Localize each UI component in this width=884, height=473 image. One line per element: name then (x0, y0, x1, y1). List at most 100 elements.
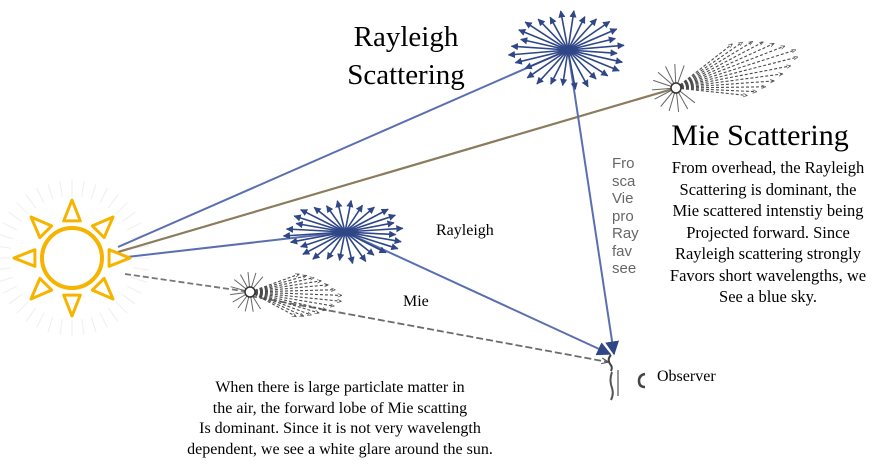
scatter-arrow (567, 16, 586, 51)
scatter-arrow (293, 214, 346, 233)
scatter-arrow (567, 28, 618, 51)
scatter-arrow (520, 37, 569, 51)
glare-ray (107, 307, 119, 322)
mie-lobe-arrow (675, 74, 783, 89)
sun-glow-rays (0, 180, 150, 336)
glare-line: Is dominant. Since it is not very wavele… (199, 420, 481, 437)
mie-lobe-arrow (249, 274, 299, 293)
scatter-arrow (567, 36, 616, 51)
scatter-arrow (313, 206, 346, 233)
rayleigh-scattering-title: Rayleigh Scattering (336, 18, 476, 94)
ray-sun-to-near-mie (124, 273, 251, 293)
glare-explanation: When there is large particlate matter in… (150, 378, 530, 460)
scatter-arrow (300, 208, 346, 233)
mie-lobe-arrow (249, 291, 296, 317)
ray-sun-to-overhead-mie (117, 86, 677, 254)
scatter-arrow (536, 49, 569, 85)
scatter-arrow (514, 49, 569, 65)
mie-lobe-arrow (249, 291, 311, 315)
glare-ray (36, 312, 45, 328)
glare-ray (107, 194, 119, 209)
glare-ray (47, 316, 54, 333)
explanation-line: From overhead, the Rayleigh (671, 158, 865, 177)
explanation-line: Projected forward. Since (686, 222, 850, 242)
mie-lobe-arrow (249, 291, 341, 301)
rayleigh-title-line: Rayleigh (353, 21, 459, 53)
scatter-arrow (302, 231, 346, 256)
scatter-arrow (344, 199, 354, 233)
explanation-line: Mie scattered intenstiy being (672, 201, 864, 220)
glare-ray (59, 180, 63, 197)
scatter-arrow (526, 49, 569, 79)
glare-ray (2, 222, 18, 231)
glare-ray (59, 319, 63, 336)
scatter-arrow (567, 49, 578, 91)
glare-ray (99, 312, 108, 328)
sun-ray (12, 248, 37, 268)
overlapped-text-fragments: Fro sca Vie pro Ray fav see (612, 155, 639, 278)
mie-lobe-arrow (675, 81, 774, 89)
mie-lobe-arrow (675, 42, 742, 89)
glare-ray (0, 267, 11, 270)
scatter-arrow (344, 231, 355, 265)
scatter-arrow (344, 231, 367, 262)
glare-ray (81, 180, 85, 197)
scatter-arrow (537, 18, 569, 51)
sun-ray (107, 248, 132, 268)
glare-ray (2, 285, 18, 294)
glare-ray (121, 211, 136, 223)
explanation-line: See a blue sky. (719, 287, 817, 306)
scatter-particle (342, 229, 348, 235)
rayleigh-scatter-icon-near (282, 199, 404, 265)
scatter-arrow (335, 200, 346, 233)
scatter-arrow (549, 16, 569, 51)
light-rays (117, 49, 677, 362)
fragment-line: fav (612, 242, 633, 260)
scatter-arrow (567, 49, 618, 57)
mie-lobe-arrow (675, 87, 747, 96)
glare-ray (25, 194, 37, 209)
sun-ray (29, 215, 54, 240)
mie-lobe-arrow (675, 46, 785, 89)
mie-lobe-arrow (249, 291, 319, 313)
glare-ray (99, 188, 108, 204)
fragment-line: Fro (612, 155, 635, 172)
scatter-arrow (550, 49, 569, 85)
scatter-arrow (312, 231, 346, 260)
scatter-arrow (325, 205, 346, 233)
mie-lobe-arrow (249, 276, 307, 293)
mie-lobe-arrow (249, 281, 321, 293)
scatter-arrow (300, 231, 346, 249)
ray-near-rayleigh-to-observer (344, 231, 612, 356)
scatter-arrow (344, 231, 387, 254)
mie-lobe-arrow (675, 66, 790, 89)
glare-ray (0, 234, 14, 240)
scatter-arrow (567, 49, 609, 77)
ray-near-mie-to-observer (249, 295, 608, 362)
explanation-line: Scattering is dominant, the (679, 179, 857, 199)
scatter-arrow (558, 10, 569, 51)
fragment-line: Vie (612, 190, 634, 207)
glare-ray (8, 211, 23, 223)
scatter-arrow (567, 49, 624, 65)
mie-lobe-arrow (675, 87, 756, 92)
scatter-arrow (344, 213, 396, 233)
scatter-arrow (524, 21, 569, 51)
mie-scatter-icon-near (230, 272, 341, 316)
mie-lobe-arrow (249, 285, 328, 293)
mie-lobe-arrow (675, 42, 763, 89)
mie-scatter-icon-overhead (652, 42, 798, 112)
overhead-explanation: From overhead, the Rayleigh Scattering i… (650, 157, 884, 308)
glare-line: the air, the forward lobe of Mie scattin… (212, 399, 468, 417)
glare-ray (121, 293, 136, 305)
scatter-arrow (344, 220, 395, 233)
mie-lobe-arrow (675, 57, 798, 89)
fragment-line: see (612, 260, 637, 277)
scatter-arrow (567, 49, 620, 72)
ray-sun-to-near-rayleigh (117, 231, 346, 259)
mie-lobe-arrow (675, 44, 732, 89)
scatter-arrow (344, 230, 397, 238)
scatter-arrow (344, 204, 364, 233)
scatter-arrow (344, 231, 399, 251)
